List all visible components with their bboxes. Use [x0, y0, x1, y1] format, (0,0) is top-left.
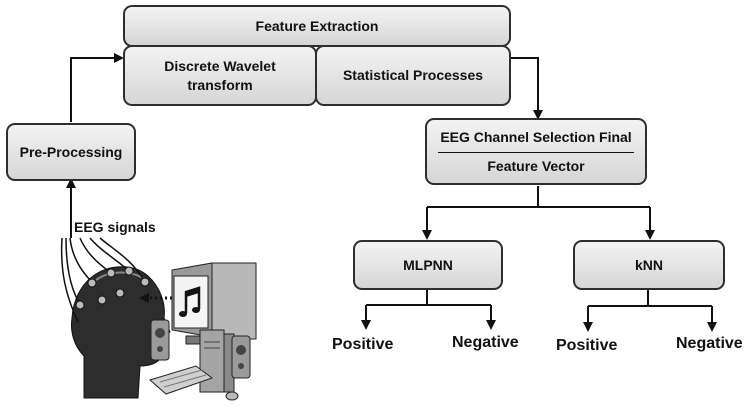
dwt-label: Discrete Wavelet transform: [164, 57, 276, 93]
knn-positive-label: Positive: [556, 337, 618, 354]
arrow-preprocessing-to-feature-extraction: [70, 53, 124, 122]
channel-selection-label-top: EEG Channel Selection Final: [440, 128, 632, 145]
eeg-signals-label: EEG signals: [74, 219, 156, 235]
dwt-box: Discrete Wavelet transform: [123, 45, 317, 106]
mlpnn-label: MLPNN: [403, 256, 453, 273]
feature-extraction-box: Feature Extraction: [123, 5, 511, 47]
knn-negative-label: Negative: [676, 335, 743, 352]
statistical-processes-label: Statistical Processes: [342, 67, 484, 84]
mlpnn-positive-label: Positive: [332, 336, 394, 353]
statistical-processes-box: Statistical Processes: [315, 45, 511, 106]
preprocessing-label: Pre-Processing: [19, 143, 123, 160]
channel-selection-label-bottom: Feature Vector: [487, 157, 585, 174]
feature-extraction-label: Feature Extraction: [255, 17, 379, 34]
fraction-divider: [438, 151, 634, 153]
channel-selection-box: EEG Channel Selection Final Feature Vect…: [425, 118, 647, 185]
preprocessing-box: Pre-Processing: [6, 123, 136, 181]
knn-box: kNN: [573, 240, 725, 290]
mlpnn-box: MLPNN: [353, 240, 503, 290]
arrow-feature-to-channel-selection: [510, 57, 543, 120]
knn-label: kNN: [634, 256, 663, 273]
mlpnn-negative-label: Negative: [452, 334, 519, 351]
